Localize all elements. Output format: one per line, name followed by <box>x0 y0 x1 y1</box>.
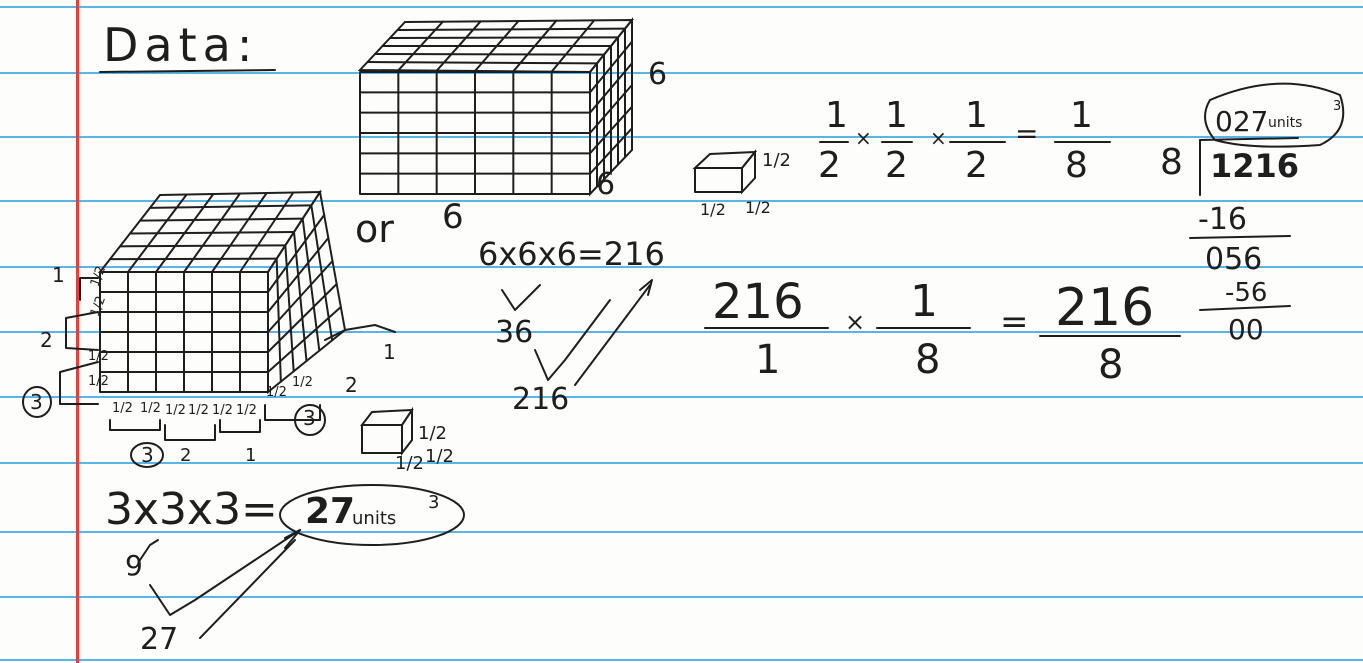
fraction-2-num: 1 <box>885 95 908 136</box>
grid-line <box>139 217 304 222</box>
large-cube-width-label: 6 <box>442 197 464 237</box>
small-cube-bottom-2: 2 <box>180 445 192 466</box>
division-step-3: -56 <box>1225 278 1268 308</box>
multiply-b-den: 8 <box>915 337 941 383</box>
ruled-line <box>0 462 1363 464</box>
half-label: 1/2 <box>140 401 161 416</box>
multiply-result-den: 8 <box>1098 342 1124 388</box>
grid-line <box>396 27 626 31</box>
half-label: 1/2 <box>112 401 133 416</box>
division-remainder: 00 <box>1228 313 1264 346</box>
grid-line <box>129 231 295 235</box>
half-label: 1/2 <box>212 403 233 418</box>
small-cube-right-circled-3: 3 <box>303 406 316 430</box>
small-cube-label-2: 2 <box>40 328 53 352</box>
ruled-line <box>0 531 1363 533</box>
small-cube-bottom-circled-3: 3 <box>141 443 154 467</box>
half-label: 1/2 <box>236 403 257 418</box>
multiply-result-num: 216 <box>1055 278 1155 338</box>
grid-line <box>389 36 619 39</box>
equals-sign: = <box>1015 117 1039 150</box>
answer-circle <box>279 484 465 546</box>
large-step-216: 216 <box>512 382 570 417</box>
mini-cube-label: 1/2 <box>395 453 424 474</box>
grid-line <box>149 204 313 209</box>
times-sign: × <box>845 308 866 336</box>
fraction-3-den: 2 <box>965 145 988 186</box>
multiply-b-num: 1 <box>910 276 938 327</box>
ruled-line <box>0 6 1363 8</box>
ruled-line <box>0 200 1363 202</box>
small-cube-right-2: 2 <box>345 373 358 397</box>
margin-line <box>76 0 79 663</box>
times-sign: × <box>930 126 947 150</box>
ruled-line <box>0 331 1363 333</box>
fraction-3-num: 1 <box>965 95 988 136</box>
equation-small: 3x3x3= <box>105 484 278 535</box>
fraction-1-num: 1 <box>825 95 848 136</box>
fraction-result-den: 8 <box>1065 145 1088 186</box>
equation-large: 6x6x6=216 <box>478 235 665 273</box>
page-heading: Data: <box>103 18 259 72</box>
ruled-line <box>0 72 1363 74</box>
ruled-line <box>0 596 1363 598</box>
half-label: 1/2 <box>88 349 109 364</box>
small-cube-bottom-1: 1 <box>245 445 257 466</box>
mini-cube-label: 1/2 <box>418 423 447 444</box>
equation-small-exponent: 3 <box>428 492 440 513</box>
ruled-line <box>0 396 1363 398</box>
small-cube-drawing <box>97 189 347 395</box>
grid-line <box>310 204 334 342</box>
large-cube-depth-label: 6 <box>596 167 616 202</box>
mini-cube-label: 1/2 <box>425 446 454 467</box>
top-cube-label: 1/2 <box>762 150 791 171</box>
division-divisor: 8 <box>1160 142 1183 183</box>
small-cube-label-circled-3: 3 <box>30 390 43 414</box>
small-cube-right-1: 1 <box>383 340 396 364</box>
equals-sign: = <box>1000 302 1029 342</box>
division-quotient-exponent: 3 <box>1333 99 1342 114</box>
multiply-a-num: 216 <box>712 274 804 330</box>
heading-underline <box>99 69 276 73</box>
ruled-line <box>0 659 1363 661</box>
division-step-1: -16 <box>1198 202 1247 237</box>
small-cube-label-1: 1 <box>52 263 65 287</box>
half-label: 1/2 <box>292 375 313 390</box>
large-cube-drawing <box>357 17 635 197</box>
half-label: 1/2 <box>165 403 186 418</box>
large-cube-height-label: 6 <box>648 57 668 92</box>
division-quotient-unit: units <box>1268 115 1303 131</box>
fraction-result-num: 1 <box>1070 95 1093 136</box>
mini-cube-drawing <box>359 406 414 456</box>
division-quotient: 027 <box>1215 105 1269 138</box>
ruled-line <box>0 266 1363 268</box>
ruled-line <box>0 136 1363 138</box>
fraction-1-den: 2 <box>818 145 841 186</box>
large-step-36: 36 <box>495 315 534 350</box>
small-step-9: 9 <box>125 549 143 582</box>
fraction-2-den: 2 <box>885 145 908 186</box>
multiply-a-den: 1 <box>755 337 781 383</box>
times-sign: × <box>855 126 872 150</box>
top-cube-label: 1/2 <box>700 200 726 219</box>
small-step-27: 27 <box>140 622 179 657</box>
division-step-2: 056 <box>1205 242 1263 277</box>
top-mini-cube-drawing <box>692 149 758 195</box>
grid-line <box>293 231 308 362</box>
half-label: 1/2 <box>88 374 109 389</box>
top-cube-label: 1/2 <box>745 198 771 217</box>
equation-small-unit: units <box>352 508 397 529</box>
division-dividend: 1216 <box>1210 147 1300 185</box>
half-label: 1/2 <box>188 403 209 418</box>
or-word: or <box>355 207 394 251</box>
half-label: 1/2 <box>266 385 287 400</box>
equation-small-answer: 27 <box>305 491 356 532</box>
